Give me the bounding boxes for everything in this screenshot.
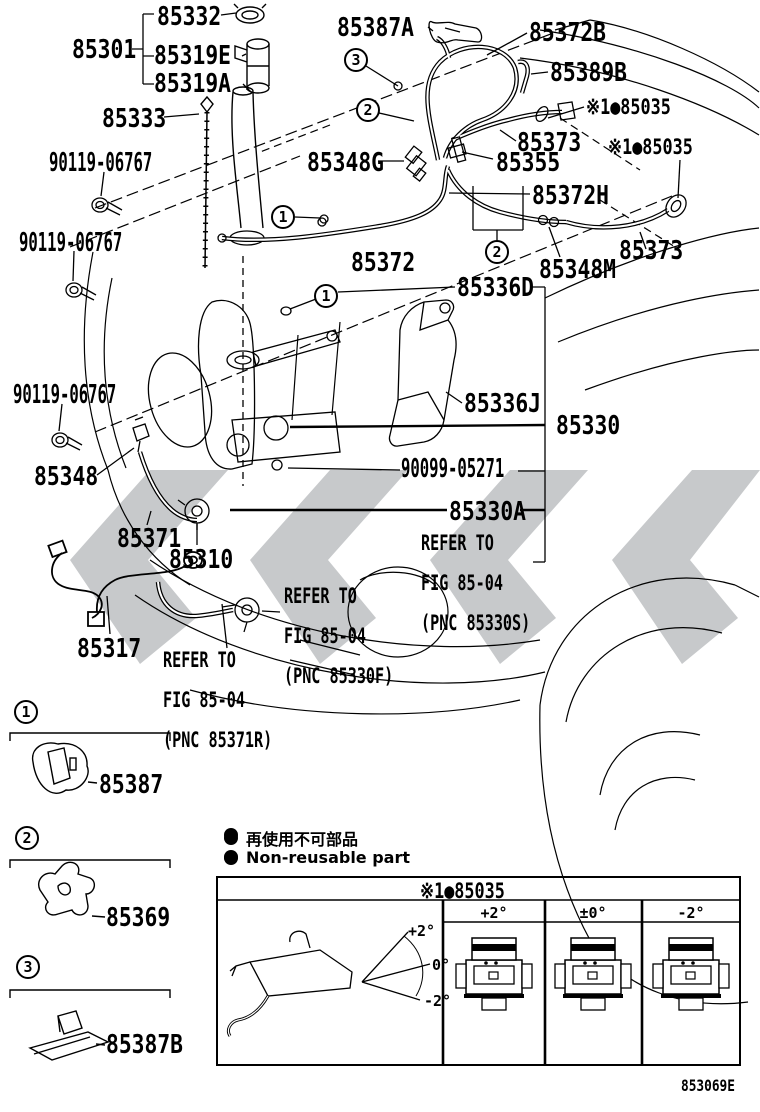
leader-lines: [58, 12, 681, 649]
refer-note-85330F-line2: FIG 85-04: [284, 624, 366, 648]
part-label-85389B: 85389B: [550, 58, 628, 88]
refer-note-85371R: REFER TO FIG 85-04 (PNC 85371R): [163, 648, 273, 752]
refer-note-85371R-line1: REFER TO: [163, 648, 236, 672]
part-label-85336J: 85336J: [464, 389, 542, 419]
part-label-85317: 85317: [77, 634, 142, 664]
grommet-85035-b: [665, 194, 687, 218]
refer-note-85330S-line2: FIG 85-04: [421, 571, 503, 595]
refer-note-85330S-line1: REFER TO: [421, 531, 494, 555]
cap-85332: [233, 3, 267, 24]
refer-note-85330S-line3: (PNC 85330S): [421, 611, 531, 635]
part-label-85387B: 85387B: [106, 1030, 184, 1060]
part-label-85330A: 85330A: [449, 497, 527, 527]
part-label-85369: 85369: [106, 903, 171, 933]
table-col-zero: ±0°: [579, 904, 607, 922]
refer-note-85330F-line1: REFER TO: [284, 584, 357, 608]
part-label-85348M: 85348M: [539, 255, 617, 285]
part-label-85348G: 85348G: [307, 148, 385, 178]
non-reusable-dot-icon: [224, 831, 238, 845]
angle-label-minus2: -2°: [424, 992, 452, 1010]
refer-note-85371R-line2: FIG 85-04: [163, 688, 245, 712]
joint-85348-art: [132, 416, 150, 453]
legend-en: Non-reusable part: [224, 848, 410, 867]
part-label-85372H: 85372H: [532, 181, 610, 211]
note-label-85035-b: ※1●85035: [608, 135, 693, 159]
callout-circle-1-b: 1: [314, 284, 338, 308]
small-fittings: [47, 20, 687, 633]
part-label-85355: 85355: [496, 148, 561, 178]
rod-85333: [200, 95, 214, 269]
angle-label-plus2: +2°: [408, 922, 436, 940]
part-label-85372: 85372: [351, 248, 416, 278]
refer-note-85371R-line3: (PNC 85371R): [163, 728, 273, 752]
part-label-85348: 85348: [34, 462, 99, 492]
part-label-85387: 85387: [99, 770, 164, 800]
table-title-85035: ※1●85035: [420, 879, 505, 903]
non-reusable-dot-icon: [224, 850, 238, 865]
figure-code: 853069E: [681, 1076, 735, 1095]
table-col-minus2: -2°: [677, 904, 705, 922]
joint-85348G-art: [404, 145, 427, 182]
refer-note-85330F: REFER TO FIG 85-04 (PNC 85330F): [284, 584, 394, 688]
part-label-90119-c: 90119-06767: [13, 380, 117, 410]
bottom-items-art: [9, 732, 171, 1061]
check-valve-art: [221, 597, 260, 633]
part-label-85330: 85330: [556, 411, 621, 441]
nozzle-85319E: [234, 38, 270, 94]
angle-label-zero: 0°: [432, 956, 451, 974]
part-label-85371: 85371: [117, 524, 182, 554]
connector-zero: [554, 937, 632, 1011]
washer-hoses: [137, 35, 670, 619]
part-label-85387A: 85387A: [337, 13, 415, 43]
callout-circle-1-a: 1: [271, 205, 295, 229]
valve-85355-art: [447, 136, 467, 163]
callout-circle-3-key: 3: [16, 955, 40, 979]
callout-circle-3-a: 3: [344, 48, 368, 72]
grommet-85035-a: [535, 105, 549, 123]
legend-jp: 再使用不可部品: [224, 826, 358, 850]
part-label-85372B: 85372B: [529, 18, 607, 48]
refer-note-85330S: REFER TO FIG 85-04 (PNC 85330S): [421, 531, 531, 635]
connector-minus2: [652, 937, 730, 1011]
part-label-85373-a: 85373: [517, 128, 582, 158]
part-label-85332: 85332: [157, 2, 222, 32]
part-label-85373-b: 85373: [619, 236, 684, 266]
part-label-85333: 85333: [102, 104, 167, 134]
part-label-90119-a: 90119-06767: [49, 148, 153, 178]
part-label-85310: 85310: [169, 545, 234, 575]
bolts-90119: [51, 197, 123, 451]
callout-circle-2-key: 2: [15, 826, 39, 850]
note-label-85035-a: ※1●85035: [586, 95, 671, 119]
table-nozzle-sketch: [226, 930, 431, 1037]
refer-note-85330F-line3: (PNC 85330F): [284, 664, 394, 688]
part-label-85319A: 85319A: [154, 69, 232, 99]
table-col-plus2: +2°: [480, 904, 508, 922]
callout-circle-2-a: 2: [356, 98, 380, 122]
legend-jp-text: 再使用不可部品: [246, 830, 359, 849]
clip-85387B-art: [28, 1010, 110, 1061]
part-label-85336D: 85336D: [457, 273, 535, 303]
mud-guard-85336J-art: [388, 299, 457, 447]
callout-circle-2-b: 2: [485, 240, 509, 264]
part-label-85301: 85301: [72, 35, 137, 65]
washer-tank-assembly: [147, 230, 341, 486]
clip-85387A-art: [428, 20, 483, 44]
part-label-85319E: 85319E: [154, 41, 232, 71]
part-label-90099: 90099-05271: [401, 454, 505, 484]
clip-85369-art: [38, 861, 106, 918]
part-label-90119-b: 90119-06767: [19, 228, 123, 258]
legend-en-text: Non-reusable part: [246, 848, 411, 867]
hose-85317-art: [47, 539, 203, 627]
callout-circle-1-key: 1: [14, 700, 38, 724]
connector-plus2: [455, 937, 533, 1011]
clip-85387-art: [31, 742, 98, 794]
adjustment-table-grid: [216, 876, 741, 1066]
union-85348M-art: [537, 214, 560, 228]
